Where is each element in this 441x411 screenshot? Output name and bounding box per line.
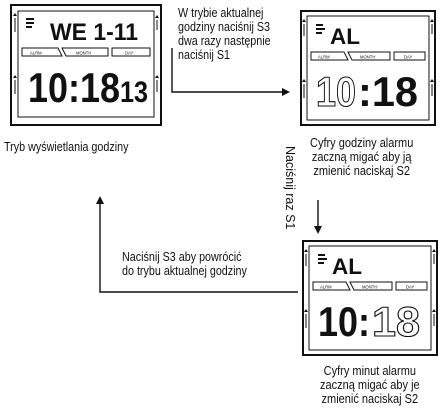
caption-time-mode: Tryb wyświetlania godziny bbox=[4, 140, 129, 154]
lcd-tab-row: ALRM MONTH DAY bbox=[312, 281, 428, 291]
lcd-main-digits: 10:18 bbox=[28, 64, 120, 111]
tab-month: MONTH bbox=[76, 50, 91, 55]
caption-alarm-minute: Cyfry minut alarmu zaczną migać aby je z… bbox=[320, 364, 420, 406]
side-button-marks bbox=[302, 19, 434, 98]
tab-day: DAY bbox=[406, 284, 415, 289]
arrow-step3-to-step1 bbox=[96, 196, 298, 293]
lcd-hour-digits-flashing: 10 bbox=[316, 68, 356, 115]
tab-alarm: ALRM bbox=[30, 50, 42, 55]
lcd-top-text: AL bbox=[330, 24, 360, 49]
tab-month: MONTH bbox=[360, 54, 375, 59]
lcd-top-text: AL bbox=[332, 254, 362, 279]
tab-alarm: ALRM bbox=[320, 284, 332, 289]
instruction-step1-to-step2: W trybie aktualnej godziny naciśnij S3 d… bbox=[178, 6, 271, 62]
alarm-bell-icon bbox=[316, 24, 325, 34]
tab-alarm: ALRM bbox=[318, 54, 330, 59]
arrow-step1-to-step2 bbox=[171, 48, 290, 96]
side-button-marks bbox=[304, 249, 436, 328]
lcd-alarm-minute: AL ALRM MONTH DAY 10: 18 bbox=[302, 240, 438, 356]
lcd-seconds-digits: 13 bbox=[120, 76, 148, 109]
alarm-bell-icon bbox=[318, 254, 327, 264]
instruction-step2-to-step3: Naciśnij raz S1 bbox=[283, 146, 297, 230]
caption-alarm-hour: Cyfry godziny alarmu zaczną migać aby ją… bbox=[310, 136, 414, 178]
side-button-marks bbox=[13, 13, 159, 94]
lcd-time-mode: WE 1-11 ALRM MONTH DAY 10:18 13 bbox=[10, 4, 162, 126]
lcd-top-text: WE 1-11 bbox=[50, 19, 138, 46]
tab-day: DAY bbox=[404, 54, 413, 59]
instruction-step3-to-step1: Naciśnij S3 aby powrócić do trybu aktual… bbox=[122, 250, 247, 278]
lcd-hour-digits: 10: bbox=[318, 298, 370, 345]
alarm-bell-icon bbox=[26, 18, 34, 28]
lcd-tab-row: ALRM MONTH DAY bbox=[310, 51, 426, 61]
lcd-minute-digits: :18 bbox=[358, 68, 418, 115]
lcd-alarm-hour: AL ALRM MONTH DAY 10 :18 bbox=[300, 10, 436, 126]
tab-day: DAY bbox=[125, 50, 134, 55]
lcd-tab-row: ALRM MONTH DAY bbox=[21, 47, 151, 57]
tab-month: MONTH bbox=[362, 284, 377, 289]
lcd-minute-digits-flashing: 18 bbox=[372, 298, 420, 345]
